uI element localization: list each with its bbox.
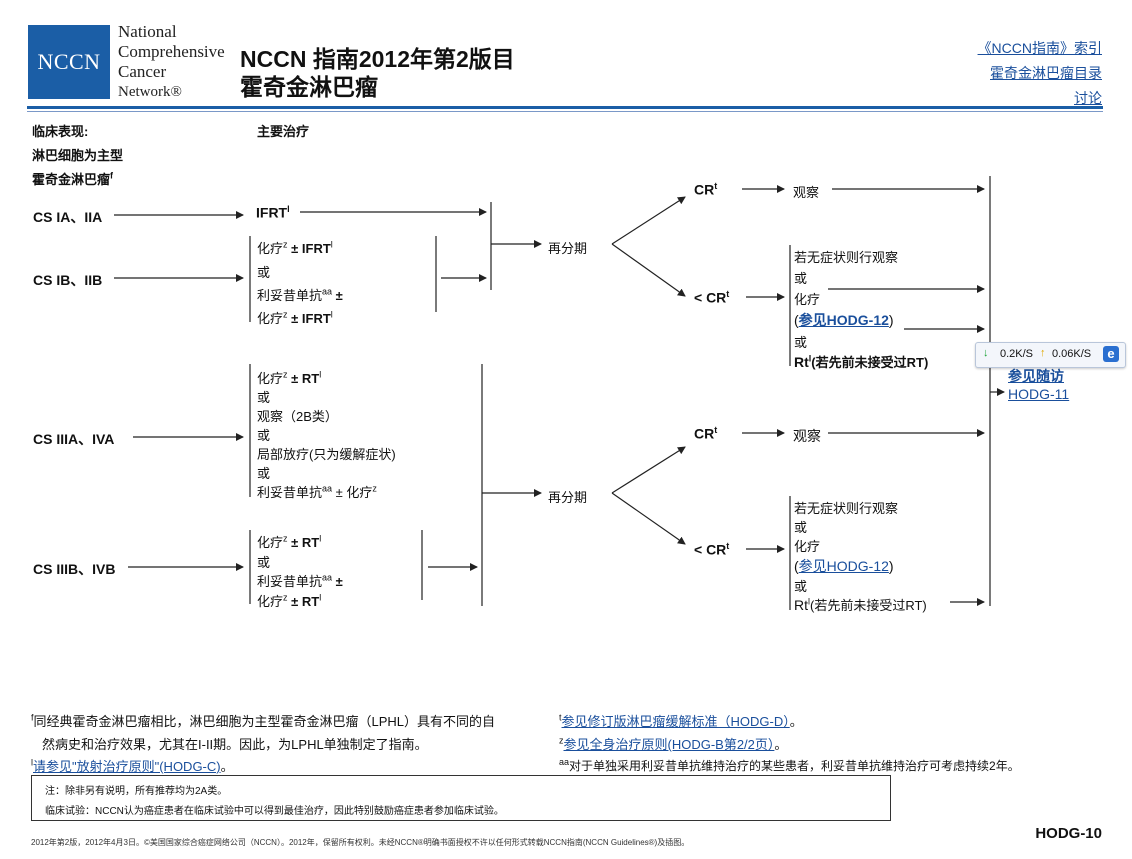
upload-arrow-icon: ↑ xyxy=(1040,347,1046,359)
treatment-iiia-or2: 或 xyxy=(257,428,271,443)
copyright: 2012年第2版，2012年4月3日。©美国国家综合癌症网络公司（NCCN）。2… xyxy=(31,838,690,847)
stage-cs-ia-iia: CS IA、IIA xyxy=(33,209,103,225)
followup-link-line2[interactable]: HODG-11 xyxy=(1008,386,1070,402)
note-line2: 临床试验：NCCN认为癌症患者在临床试验中可以得到最佳治疗，因此特别鼓励癌症患者… xyxy=(45,806,504,817)
hodg12-link[interactable]: 参见HODG-12 xyxy=(798,312,889,328)
opt-or2-top: 或 xyxy=(794,335,808,350)
stage-cs-iiia-iva: CS IIIA、IVA xyxy=(33,431,115,447)
treatment-iiib-line3: 化疗z ± RTl xyxy=(257,592,322,609)
radiation-principles-link[interactable]: 请参见"放射治疗原则"(HODG-C) xyxy=(33,759,221,774)
treatment-ifrt: IFRTl xyxy=(256,204,290,221)
footnote-z: z参见全身治疗原则(HODG-B第2/2页）。 xyxy=(559,735,788,752)
footnote-l: l请参见"放射治疗原则"(HODG-C)。 xyxy=(31,757,234,774)
browser-icon: e xyxy=(1103,346,1119,362)
footnote-f-line1: f同经典霍奇金淋巴瘤相比，淋巴细胞为主型霍奇金淋巴瘤（LPHL）具有不同的自 xyxy=(31,712,496,729)
footnote-aa: aa对于单独采用利妥昔单抗维持治疗的某些患者，利妥昔单抗维持治疗可考虑持续2年。 xyxy=(559,757,1020,773)
logo-text: NCCN xyxy=(37,49,101,74)
treatment-iiib-or: 或 xyxy=(257,555,271,570)
opt-rt-top: Rtl(若先前未接受过RT) xyxy=(794,353,929,370)
observe-bottom: 观察 xyxy=(793,428,821,444)
opt-see-hodg12-top: (参见HODG-12) xyxy=(794,312,894,328)
treatment-iiia-or1: 或 xyxy=(257,390,271,405)
opt-rt-bottom: Rtl(若先前未接受过RT) xyxy=(794,596,927,613)
download-arrow-icon: ↓ xyxy=(983,347,989,359)
org-line: Cancer xyxy=(118,62,167,81)
opt-chemo-top: 化疗 xyxy=(794,292,821,307)
cr-bottom: CRt xyxy=(694,425,718,442)
page-title: NCCN 指南2012年第2版目 xyxy=(240,46,515,72)
opt-or2-bottom: 或 xyxy=(794,579,808,594)
treatment-iiia-line3: 局部放疗(只为缓解症状) xyxy=(257,447,396,462)
note-box: 注：除非另有说明，所有推荐均为2A类。 临床试验：NCCN认为癌症患者在临床试验… xyxy=(31,775,891,821)
org-line: National xyxy=(118,22,177,41)
download-speed: 0.2K/S xyxy=(1000,348,1034,360)
header-rule xyxy=(27,106,1103,109)
cr-top: CRt xyxy=(694,181,718,198)
presentation-sub1: 淋巴细胞为主型 xyxy=(32,148,124,163)
guidelines-index-link[interactable]: 《NCCN指南》索引 xyxy=(977,40,1102,56)
presentation-sub2: 霍奇金淋巴瘤f xyxy=(32,170,114,187)
treatment-iiia-line4: 利妥昔单抗aa ± 化疗z xyxy=(257,483,377,500)
presentation-label: 临床表现: xyxy=(32,124,89,139)
page-subtitle: 霍奇金淋巴瘤 xyxy=(240,74,378,100)
opt-observe-top: 若无症状则行观察 xyxy=(794,250,899,265)
response-criteria-link[interactable]: 参见修订版淋巴瘤缓解标准（HODG-D） xyxy=(561,714,790,729)
header-rule-thin xyxy=(27,111,1103,112)
observe-top: 观察 xyxy=(793,185,820,200)
hodgkin-toc-link[interactable]: 霍奇金淋巴瘤目录 xyxy=(990,65,1102,81)
treatment-ib-or: 或 xyxy=(257,265,271,280)
treatment-ib-line4: 化疗z ± IFRTl xyxy=(257,309,333,326)
opt-chemo-bottom: 化疗 xyxy=(794,539,821,554)
footnote-f-line2: 然病史和治疗效果，尤其在I-II期。因此，为LPHL单独制定了指南。 xyxy=(42,737,428,752)
opt-or1-bottom: 或 xyxy=(794,520,808,535)
systemic-therapy-link[interactable]: 参见全身治疗原则(HODG-B第2/2页） xyxy=(563,737,775,752)
stage-cs-ib-iib: CS IB、IIB xyxy=(33,272,103,288)
treatment-iiib-line2: 利妥昔单抗aa ± xyxy=(257,572,343,589)
lt-cr-bottom: < CRt xyxy=(694,541,730,558)
treatment-ib-line3: 利妥昔单抗aa ± xyxy=(257,286,343,303)
network-speed-badge[interactable]: ↓ 0.2K/S ↑ 0.06K/S e xyxy=(975,342,1126,368)
note-line1: 注：除非另有说明，所有推荐均为2A类。 xyxy=(45,786,228,797)
treatment-iiia-line1: 化疗z ± RTl xyxy=(257,369,322,386)
org-line: Comprehensive xyxy=(118,42,225,61)
treatment-iiia-or3: 或 xyxy=(257,466,271,481)
treatment-label: 主要治疗 xyxy=(257,124,310,139)
treatment-iiia-line2: 观察（2B类） xyxy=(257,409,338,424)
restage-bottom: 再分期 xyxy=(548,490,588,505)
opt-see-hodg12-bottom: (参见HODG-12) xyxy=(794,558,894,574)
opt-or1-top: 或 xyxy=(794,271,808,286)
nccn-logo: NCCN xyxy=(28,25,110,99)
upload-speed: 0.06K/S xyxy=(1052,348,1092,360)
treatment-ib-line1: 化疗z ± IFRTl xyxy=(257,239,333,256)
page-id: HODG-10 xyxy=(1035,825,1102,842)
footnote-t: t参见修订版淋巴瘤缓解标准（HODG-D）。 xyxy=(559,712,803,729)
followup-link-line1[interactable]: 参见随访 xyxy=(1008,368,1064,384)
opt-observe-bottom: 若无症状则行观察 xyxy=(794,501,899,516)
stage-cs-iiib-ivb: CS IIIB、IVB xyxy=(33,561,116,577)
discussion-link[interactable]: 讨论 xyxy=(1074,90,1102,106)
hodg12-link-bottom[interactable]: 参见HODG-12 xyxy=(798,558,889,574)
org-line: Network® xyxy=(118,84,182,100)
org-name: National Comprehensive Cancer Network® xyxy=(118,22,225,102)
treatment-iiib-line1: 化疗z ± RTl xyxy=(257,533,322,550)
lt-cr-top: < CRt xyxy=(694,289,730,306)
restage-top: 再分期 xyxy=(548,241,588,256)
